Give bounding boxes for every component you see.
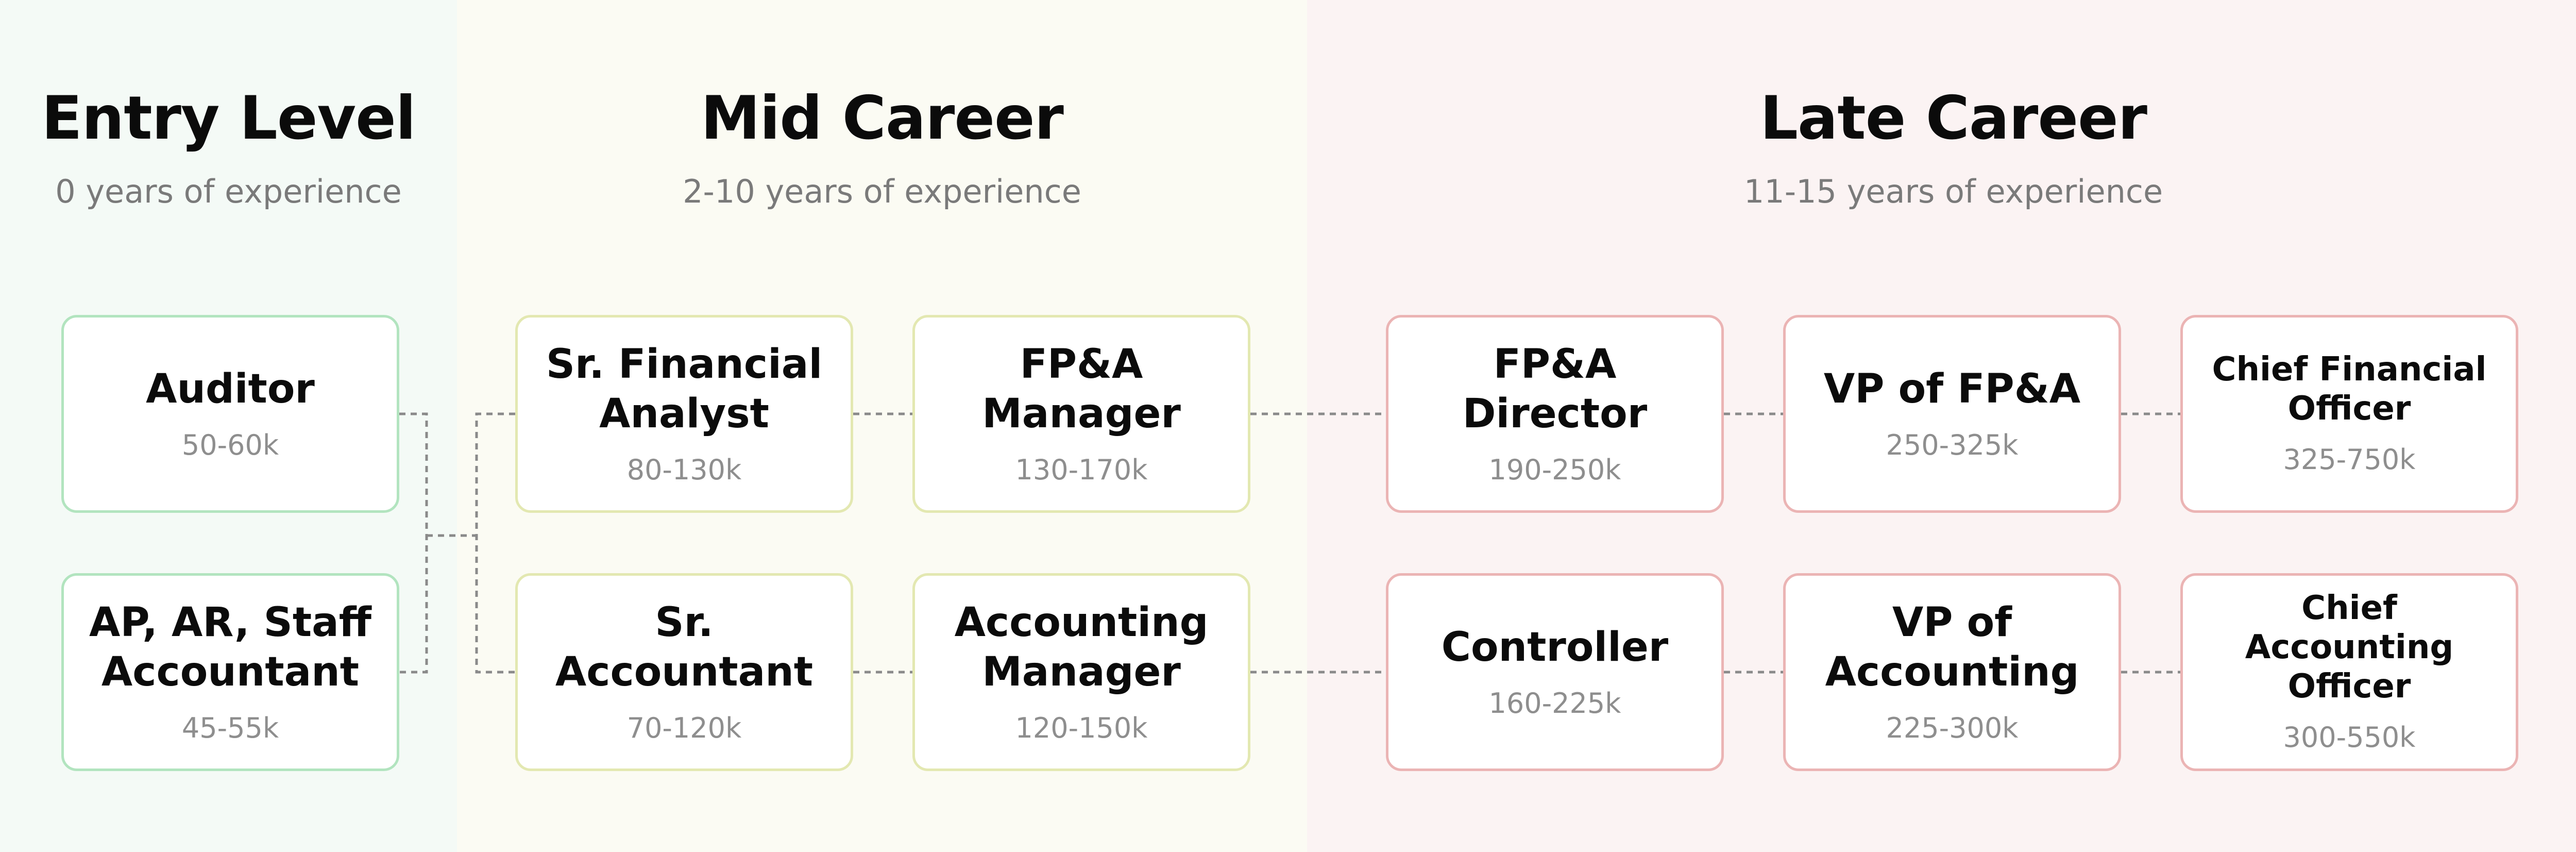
role-salary: 80-130k bbox=[626, 454, 742, 486]
role-salary: 45-55k bbox=[181, 712, 279, 744]
role-title: Auditor bbox=[146, 366, 315, 412]
role-salary: 190-250k bbox=[1488, 454, 1621, 486]
role-salary: 250-325k bbox=[1886, 429, 2019, 461]
role-title: Sr. Financial Analyst bbox=[546, 341, 823, 437]
role-title: VP of FP&A bbox=[1823, 366, 2081, 412]
card-accounting-manager: Accounting Manager 120-150k bbox=[912, 573, 1250, 771]
card-sr-financial-analyst: Sr. Financial Analyst 80-130k bbox=[515, 315, 853, 513]
role-salary: 160-225k bbox=[1488, 687, 1621, 720]
role-title: Chief Accounting Officer bbox=[2245, 589, 2454, 706]
section-title-entry: Entry Level bbox=[41, 83, 416, 153]
card-fpa-director: FP&A Director 190-250k bbox=[1386, 315, 1724, 513]
role-title: FP&A Manager bbox=[982, 341, 1181, 437]
role-title: AP, AR, Staff Accountant bbox=[89, 599, 371, 695]
role-title: VP of Accounting bbox=[1825, 599, 2079, 695]
role-title: Accounting Manager bbox=[954, 599, 1209, 695]
role-salary: 70-120k bbox=[626, 712, 742, 744]
section-title-mid: Mid Career bbox=[701, 83, 1064, 153]
section-subtitle-entry: 0 years of experience bbox=[55, 173, 402, 210]
role-salary: 50-60k bbox=[181, 429, 279, 461]
card-cfo: Chief Financial Officer 325-750k bbox=[2180, 315, 2518, 513]
card-staff-accountant: AP, AR, Staff Accountant 45-55k bbox=[61, 573, 399, 771]
role-salary: 300-550k bbox=[2283, 721, 2416, 754]
role-title: Sr. Accountant bbox=[555, 599, 814, 695]
card-vp-accounting: VP of Accounting 225-300k bbox=[1783, 573, 2121, 771]
role-salary: 225-300k bbox=[1886, 712, 2019, 744]
card-sr-accountant: Sr. Accountant 70-120k bbox=[515, 573, 853, 771]
card-auditor: Auditor 50-60k bbox=[61, 315, 399, 513]
role-salary: 130-170k bbox=[1015, 454, 1148, 486]
role-title: FP&A Director bbox=[1462, 341, 1648, 437]
role-title: Chief Financial Officer bbox=[2212, 350, 2487, 428]
section-title-late: Late Career bbox=[1760, 83, 2147, 153]
card-vp-fpa: VP of FP&A 250-325k bbox=[1783, 315, 2121, 513]
card-cao: Chief Accounting Officer 300-550k bbox=[2180, 573, 2518, 771]
role-salary: 120-150k bbox=[1015, 712, 1148, 744]
card-fpa-manager: FP&A Manager 130-170k bbox=[912, 315, 1250, 513]
section-subtitle-late: 11-15 years of experience bbox=[1743, 173, 2163, 210]
card-controller: Controller 160-225k bbox=[1386, 573, 1724, 771]
section-subtitle-mid: 2-10 years of experience bbox=[683, 173, 1081, 210]
role-salary: 325-750k bbox=[2283, 443, 2416, 476]
role-title: Controller bbox=[1441, 624, 1669, 671]
